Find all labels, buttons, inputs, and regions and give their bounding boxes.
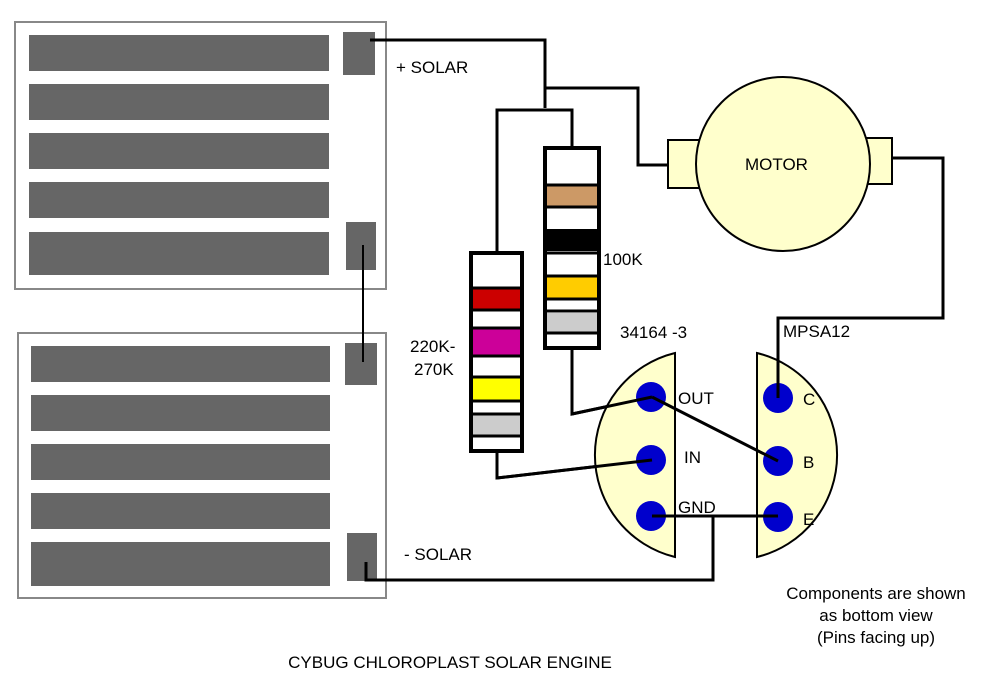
band (473, 378, 520, 400)
band (473, 329, 520, 355)
band (547, 186, 597, 206)
solar-tab-minus (347, 533, 377, 581)
note-line-1: Components are shown (786, 584, 966, 603)
resistor-100k: 100K (543, 146, 643, 350)
note-line-2: as bottom view (819, 606, 933, 625)
solar-tab (346, 222, 376, 270)
band (547, 229, 597, 251)
band (547, 277, 597, 298)
pin-label-e: E (803, 510, 814, 529)
motor: MOTOR (667, 76, 893, 252)
solar-tab-plus (343, 32, 375, 75)
solar-panel-bottom (17, 332, 387, 599)
pin-label-c: C (803, 390, 815, 409)
band (473, 415, 520, 435)
pin-wires (496, 330, 780, 518)
pin-label-in: IN (684, 448, 701, 467)
solar-tab (345, 343, 377, 385)
solar-panel-top (14, 21, 387, 290)
pin-label-gnd: GND (678, 498, 716, 517)
r2-value-label: 100K (603, 250, 643, 269)
transistor-part-label: MPSA12 (783, 322, 850, 341)
note-line-3: (Pins facing up) (817, 628, 935, 647)
solar-minus-label: - SOLAR (404, 545, 472, 564)
pin-gnd (636, 501, 666, 531)
r1-value-label-2: 270K (414, 360, 454, 379)
solar-plus-label: + SOLAR (396, 58, 468, 77)
band (473, 289, 520, 309)
ic-part-label: 34164 -3 (620, 323, 687, 342)
pin-label-out: OUT (678, 389, 714, 408)
r1-value-label-1: 220K- (410, 337, 455, 356)
transistor-mpsa12: MPSA12 C B E (756, 322, 850, 559)
band (547, 313, 597, 332)
resistor-220k: 220K- 270K (410, 251, 524, 453)
ic-34164: 34164 -3 OUT IN GND (594, 323, 716, 559)
diagram-title: CYBUG CHLOROPLAST SOLAR ENGINE (288, 653, 612, 672)
motor-label: MOTOR (745, 155, 808, 174)
pin-label-b: B (803, 453, 814, 472)
